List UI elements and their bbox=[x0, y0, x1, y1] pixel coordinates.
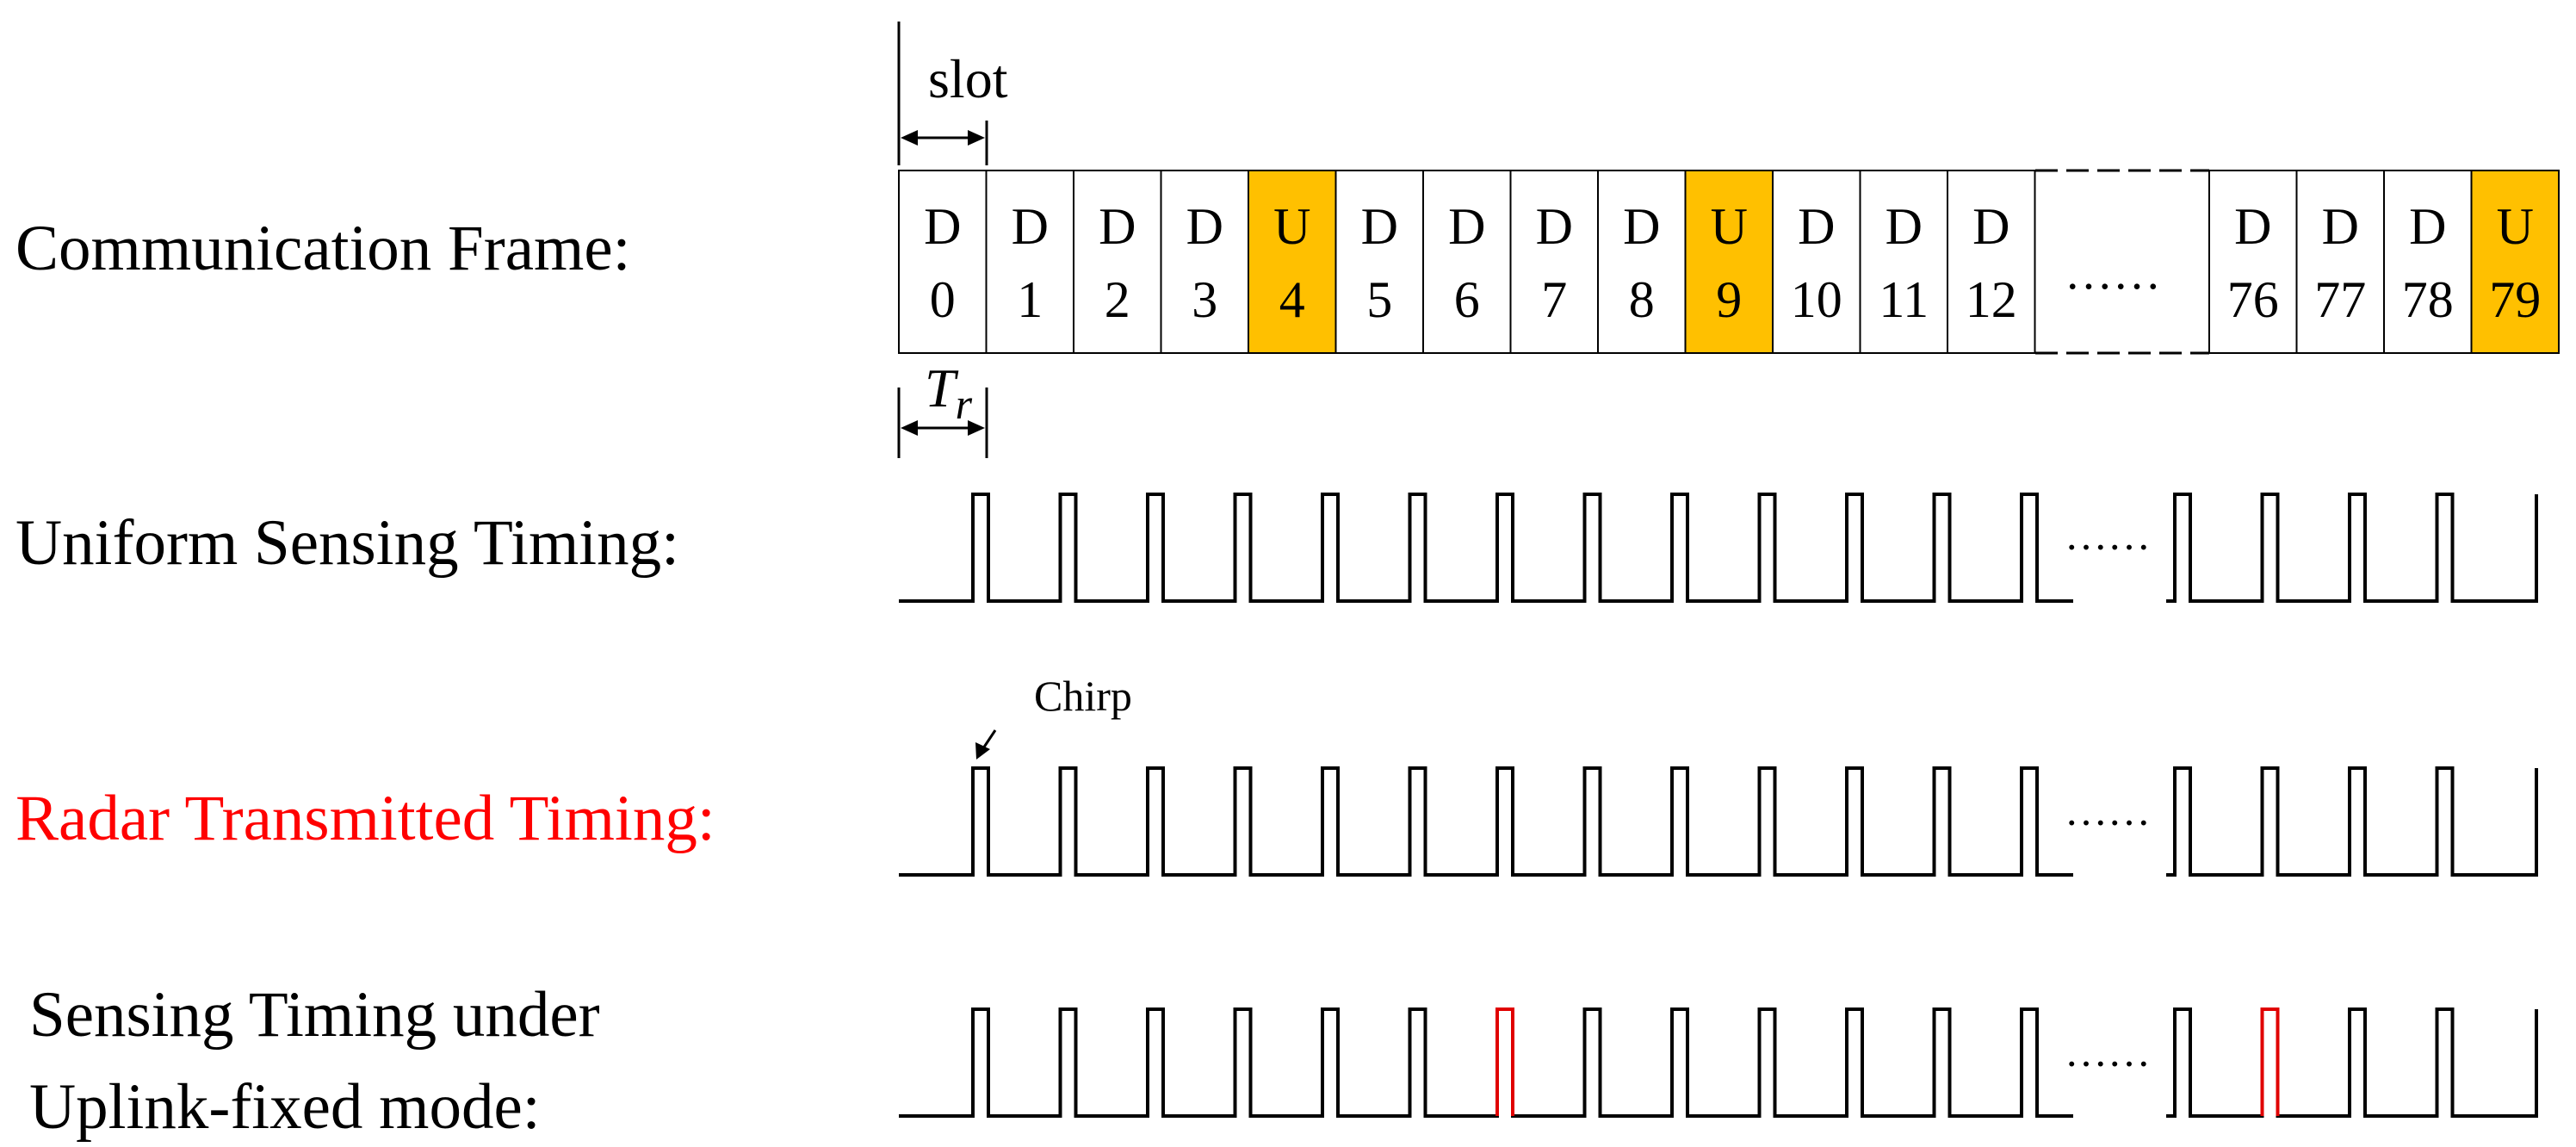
slot-annotation: slot bbox=[897, 22, 1008, 165]
slot-index-label: 10 bbox=[1791, 271, 1842, 328]
slot-index-label: 79 bbox=[2489, 271, 2541, 328]
highlighted-pulse bbox=[1495, 1008, 1514, 1116]
frame-slot-10 bbox=[1772, 170, 1861, 354]
frame-slot-12 bbox=[1947, 170, 2036, 354]
uniform-sensing-waveform bbox=[899, 493, 2538, 603]
slot-index-label: 4 bbox=[1279, 271, 1305, 328]
chirp-annotation: Chirp bbox=[975, 672, 1132, 760]
slot-type-label: U bbox=[1711, 198, 1748, 255]
slot-index-label: 6 bbox=[1454, 271, 1480, 328]
label-radar-transmitted-timing: Radar Transmitted Timing: bbox=[15, 783, 715, 854]
slot-type-label: D bbox=[1798, 198, 1835, 255]
slot-index-label: 2 bbox=[1105, 271, 1130, 328]
slot-type-label: U bbox=[1273, 198, 1310, 255]
slot-type-label: D bbox=[1536, 198, 1573, 255]
frame-slot-2 bbox=[1073, 170, 1162, 354]
waveform-segment bbox=[899, 766, 2073, 877]
slot-index-label: 0 bbox=[930, 271, 956, 328]
slot-type-label: D bbox=[2409, 198, 2446, 255]
slot-index-label: 1 bbox=[1017, 271, 1043, 328]
slot-index-label: 78 bbox=[2402, 271, 2454, 328]
label-communication-frame: Communication Frame: bbox=[15, 213, 630, 284]
label-uniform-sensing-timing: Uniform Sensing Timing: bbox=[15, 507, 679, 579]
slot-index-label: 3 bbox=[1192, 271, 1217, 328]
slot-type-label: D bbox=[924, 198, 961, 255]
frame-slot-3 bbox=[1160, 170, 1249, 354]
slot-type-label: D bbox=[1448, 198, 1485, 255]
frame-slots-after-gap: D 76 D 77 D 78 U 79 bbox=[2208, 170, 2560, 354]
frame-slot-76 bbox=[2208, 170, 2298, 354]
radar-ellipsis: …… bbox=[2065, 786, 2151, 834]
waveform-segment bbox=[2166, 766, 2538, 877]
slot-type-label: D bbox=[1012, 198, 1049, 255]
communication-frame: D0D1D2D3U4D5D6D7D8U9D10D11D12D76D77D78U7… bbox=[898, 170, 2560, 354]
label-uplink-fixed-line1: Sensing Timing under bbox=[29, 979, 600, 1051]
frame-slot-79 bbox=[2470, 170, 2560, 354]
frame-slot-5 bbox=[1334, 170, 1424, 354]
frame-slot-77 bbox=[2295, 170, 2385, 354]
slot-index-label: 8 bbox=[1629, 271, 1655, 328]
slot-type-label: D bbox=[1361, 198, 1398, 255]
slot-index-label: 77 bbox=[2314, 271, 2366, 328]
tr-annotation: Tr bbox=[897, 357, 988, 458]
frame-slot-78 bbox=[2383, 170, 2473, 354]
slot-type-label: D bbox=[2322, 198, 2359, 255]
frame-slot-8 bbox=[1597, 170, 1687, 354]
slot-index-label: 9 bbox=[1716, 271, 1742, 328]
frame-slot-0 bbox=[898, 170, 988, 354]
waveform-segment bbox=[2166, 1008, 2538, 1118]
slot-type-label: D bbox=[2234, 198, 2271, 255]
waveform-segment bbox=[899, 1008, 2073, 1118]
waveform-segment bbox=[2166, 493, 2538, 603]
frame-slot-11 bbox=[1859, 170, 1948, 354]
slot-index-label: 11 bbox=[1879, 271, 1929, 328]
frame-slot-4 bbox=[1248, 170, 1337, 354]
slot-type-label: D bbox=[1623, 198, 1660, 255]
frame-ellipsis: …… bbox=[2065, 246, 2161, 300]
slot-type-label: D bbox=[1886, 198, 1923, 255]
radar-transmitted-waveform bbox=[899, 766, 2538, 877]
waveform-segment bbox=[899, 493, 2073, 603]
slot-index-label: 5 bbox=[1366, 271, 1392, 328]
slot-type-label: D bbox=[1972, 198, 2009, 255]
frame-slot-1 bbox=[985, 170, 1074, 354]
label-uplink-fixed-line2: Uplink-fixed mode: bbox=[29, 1071, 541, 1143]
frame-gap: …… bbox=[2035, 169, 2209, 355]
chirp-arrow-icon bbox=[975, 742, 990, 760]
uplink-ellipsis: …… bbox=[2065, 1027, 2151, 1076]
slot-type-label: U bbox=[2497, 198, 2534, 255]
chirp-label: Chirp bbox=[1034, 672, 1132, 720]
highlighted-pulse bbox=[2260, 1008, 2280, 1116]
uniform-ellipsis: …… bbox=[2065, 511, 2151, 559]
slot-index-label: 12 bbox=[1966, 271, 2017, 328]
uplink-fixed-sensing-waveform bbox=[899, 1008, 2538, 1118]
slot-type-label: D bbox=[1099, 198, 1136, 255]
tr-label: Tr bbox=[925, 357, 973, 428]
slot-index-label: 7 bbox=[1541, 271, 1567, 328]
slot-label: slot bbox=[928, 48, 1008, 109]
slot-index-label: 76 bbox=[2227, 271, 2279, 328]
slot-type-label: D bbox=[1186, 198, 1223, 255]
